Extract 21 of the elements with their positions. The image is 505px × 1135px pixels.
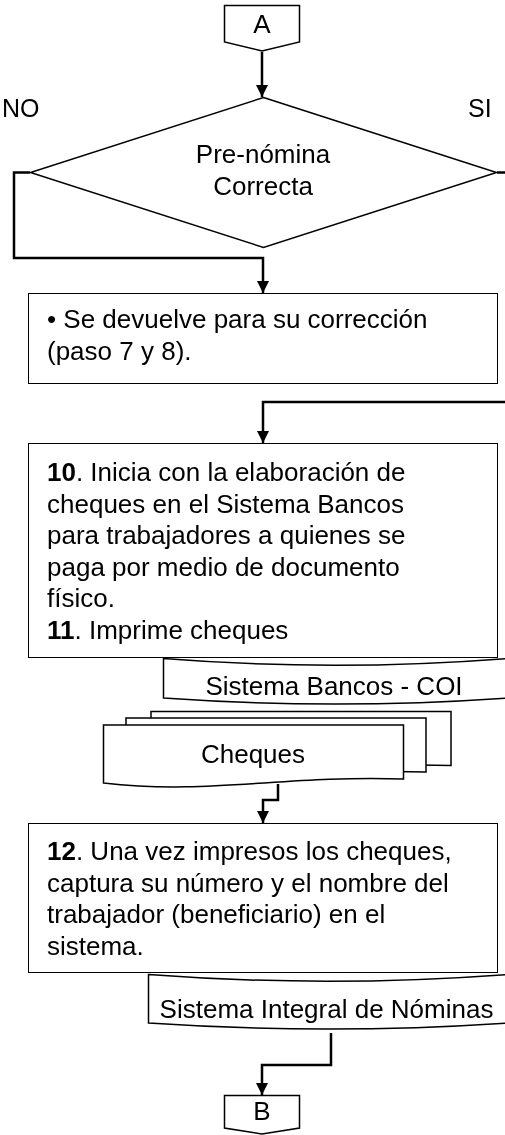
step-text: Sistema Bancos - COI xyxy=(204,671,464,703)
branch-label: NO xyxy=(2,93,40,123)
arrow xyxy=(12,171,270,293)
step-text: Sistema Integral de Nóminas xyxy=(158,994,495,1026)
branch-label: SI xyxy=(468,93,492,123)
step-text: 12. Una vez impresos los cheques, captura su número y el nombre del trabajador (beneficiario) en el sistema. xyxy=(47,836,453,962)
arrow xyxy=(256,171,505,443)
off-page-connector xyxy=(224,1095,300,1135)
step-text: 11. Imprime cheques xyxy=(47,615,290,647)
arrow xyxy=(255,52,269,97)
arrow xyxy=(256,784,280,823)
arrow xyxy=(255,1033,333,1095)
step-text: B xyxy=(252,1096,272,1128)
step-text: Cheques xyxy=(199,739,307,771)
step-text: • Se devuelve para su corrección (paso 7 y 8). xyxy=(47,304,429,367)
process-box xyxy=(28,293,498,384)
step-text: Pre-nómina Correcta xyxy=(194,139,332,202)
step-text: A xyxy=(252,9,272,41)
step-text: 10. Inicia con la elaboración de cheques en el Sistema Bancos para trabajadores a quienes se paga por medio de documento físico. xyxy=(47,457,407,615)
multi-document-shape xyxy=(103,711,453,789)
off-page-connector xyxy=(224,5,300,52)
